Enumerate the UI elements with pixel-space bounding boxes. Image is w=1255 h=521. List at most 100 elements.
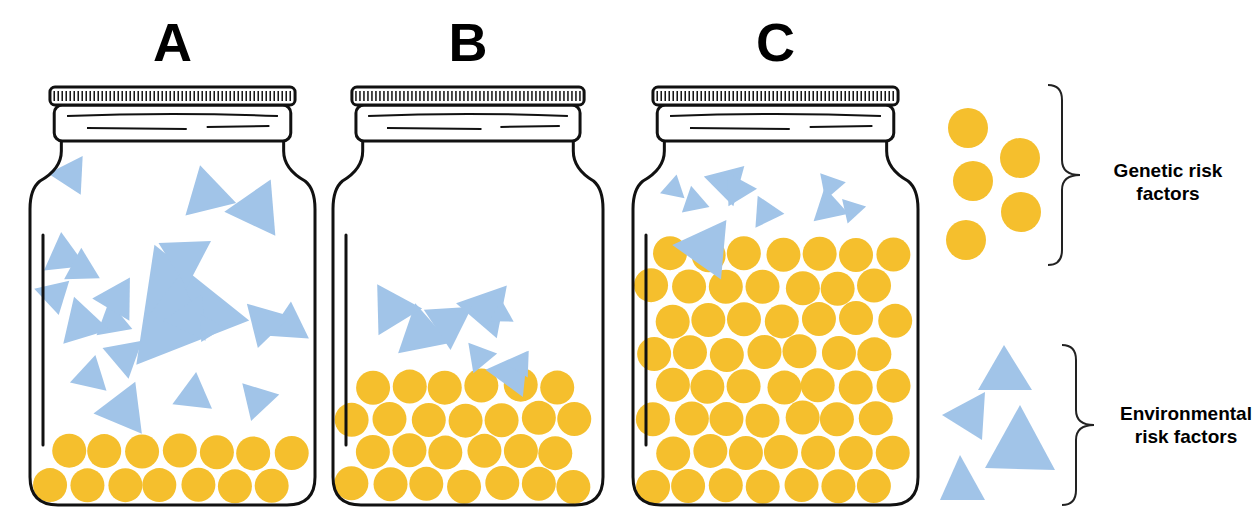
environmental-risk-triangle bbox=[377, 284, 422, 335]
environmental-risk-triangle bbox=[92, 277, 130, 320]
genetic-risk-circle bbox=[656, 437, 690, 471]
genetic-risk-circle bbox=[393, 370, 427, 404]
genetic-risk-circle bbox=[656, 305, 690, 339]
genetic-risk-circle bbox=[747, 335, 781, 369]
jar-contents bbox=[334, 284, 591, 504]
genetic-risk-circle bbox=[52, 434, 86, 468]
jar-contents bbox=[33, 156, 309, 503]
genetic-risk-circle bbox=[857, 469, 891, 503]
jar-label: B bbox=[333, 15, 603, 69]
genetic-risk-circle bbox=[634, 268, 668, 302]
genetic-risk-circle bbox=[671, 469, 705, 503]
genetic-risk-circle bbox=[181, 468, 215, 502]
genetic-risk-circle bbox=[727, 236, 761, 270]
genetic-risk-circle bbox=[766, 238, 800, 272]
genetic-risk-circle bbox=[356, 435, 390, 469]
genetic-risk-circle bbox=[236, 436, 270, 470]
jar-label: C bbox=[633, 15, 918, 69]
genetic-risk-circle bbox=[767, 371, 801, 405]
genetic-risk-circle bbox=[710, 338, 744, 372]
environmental-risk-triangle bbox=[978, 345, 1032, 390]
genetic-risk-circle bbox=[335, 403, 369, 437]
genetic-risk-circle bbox=[709, 270, 743, 304]
genetic-risk-circle bbox=[802, 302, 836, 336]
environmental-risk-triangle bbox=[172, 372, 212, 409]
genetic-risk-circle bbox=[673, 335, 707, 369]
environmental-risk-triangle bbox=[247, 304, 291, 348]
environmental-risk-triangle bbox=[48, 156, 83, 195]
environmental-risk-triangle bbox=[728, 173, 758, 207]
genetic-risk-circle bbox=[822, 336, 856, 370]
genetic-risk-circle bbox=[946, 220, 986, 260]
genetic-risk-circle bbox=[656, 368, 690, 402]
environmental-risk-triangle bbox=[93, 382, 141, 434]
genetic-risk-circle bbox=[163, 434, 197, 468]
genetic-risk-circle bbox=[556, 470, 590, 504]
environmental-risk-triangle bbox=[242, 383, 279, 421]
genetic-risk-circle bbox=[803, 237, 837, 271]
genetic-risk-circle bbox=[746, 270, 780, 304]
legend-label: Environmental risk factors bbox=[1118, 403, 1254, 449]
genetic-risk-circle bbox=[275, 436, 309, 470]
environmental-risk-triangle bbox=[672, 220, 726, 279]
environmental-risk-triangle bbox=[682, 186, 710, 213]
jar-outline bbox=[633, 85, 918, 505]
genetic-risk-circle bbox=[693, 434, 727, 468]
environmental-risk-triangle bbox=[158, 241, 211, 288]
environmental-risk-triangle bbox=[468, 343, 497, 373]
genetic-risk-circle bbox=[70, 468, 104, 502]
genetic-risk-circle bbox=[125, 435, 159, 469]
genetic-risk-circle bbox=[372, 402, 406, 436]
jar-highlight bbox=[42, 235, 45, 445]
genetic-risk-circle bbox=[857, 337, 891, 371]
genetic-risk-circle bbox=[953, 161, 993, 201]
genetic-risk-circle bbox=[801, 368, 835, 402]
brace bbox=[1062, 345, 1094, 505]
jar-outline bbox=[333, 85, 603, 505]
environmental-risk-triangle bbox=[814, 187, 849, 221]
jar: B bbox=[333, 85, 603, 505]
genetic-risk-circle bbox=[782, 334, 816, 368]
jar-lid bbox=[653, 87, 898, 141]
genetic-risk-circle bbox=[786, 271, 820, 305]
jar-body bbox=[333, 140, 603, 505]
jar-contents bbox=[634, 166, 912, 504]
genetic-risk-circle bbox=[877, 369, 911, 403]
genetic-risk-circle bbox=[839, 371, 873, 405]
genetic-risk-circle bbox=[746, 470, 780, 504]
jar-body bbox=[633, 140, 918, 505]
environmental-risk-triangle bbox=[103, 341, 143, 379]
genetic-risk-circle bbox=[821, 272, 855, 306]
genetic-risk-circle bbox=[108, 468, 142, 502]
genetic-risk-circle bbox=[218, 469, 252, 503]
legend-label: Genetic risk factors bbox=[1098, 160, 1238, 206]
genetic-risk-circle bbox=[356, 371, 390, 405]
genetic-risk-circle bbox=[428, 436, 462, 470]
genetic-risk-circle bbox=[801, 436, 835, 470]
genetic-risk-circle bbox=[428, 371, 462, 405]
genetic-risk-circle bbox=[1000, 138, 1040, 178]
genetic-risk-circle bbox=[709, 402, 743, 436]
environmental-risk-triangle bbox=[163, 294, 206, 341]
genetic-risk-circle bbox=[876, 436, 910, 470]
genetic-risk-circle bbox=[878, 304, 912, 338]
genetic-risk-circle bbox=[839, 238, 873, 272]
genetic-risk-circle bbox=[636, 402, 670, 436]
genetic-risk-circle bbox=[876, 238, 910, 272]
genetic-risk-circle bbox=[485, 466, 519, 500]
genetic-risk-circle bbox=[142, 468, 176, 502]
environmental-risk-triangle bbox=[424, 307, 472, 350]
genetic-risk-circle bbox=[200, 435, 234, 469]
environmental-risk-sample bbox=[940, 345, 1055, 500]
genetic-risk-circle bbox=[820, 402, 854, 436]
genetic-risk-circle bbox=[764, 435, 798, 469]
genetic-risk-circle bbox=[504, 434, 538, 468]
genetic-risk-circle bbox=[1001, 192, 1041, 232]
genetic-risk-circle bbox=[538, 436, 572, 470]
genetic-risk-circle bbox=[449, 404, 483, 438]
genetic-risk-circle bbox=[786, 401, 820, 435]
jar-label: A bbox=[30, 15, 315, 69]
environmental-risk-triangle bbox=[940, 455, 985, 500]
genetic-risk-circle bbox=[412, 403, 446, 437]
environmental-risk-triangle bbox=[755, 196, 784, 228]
